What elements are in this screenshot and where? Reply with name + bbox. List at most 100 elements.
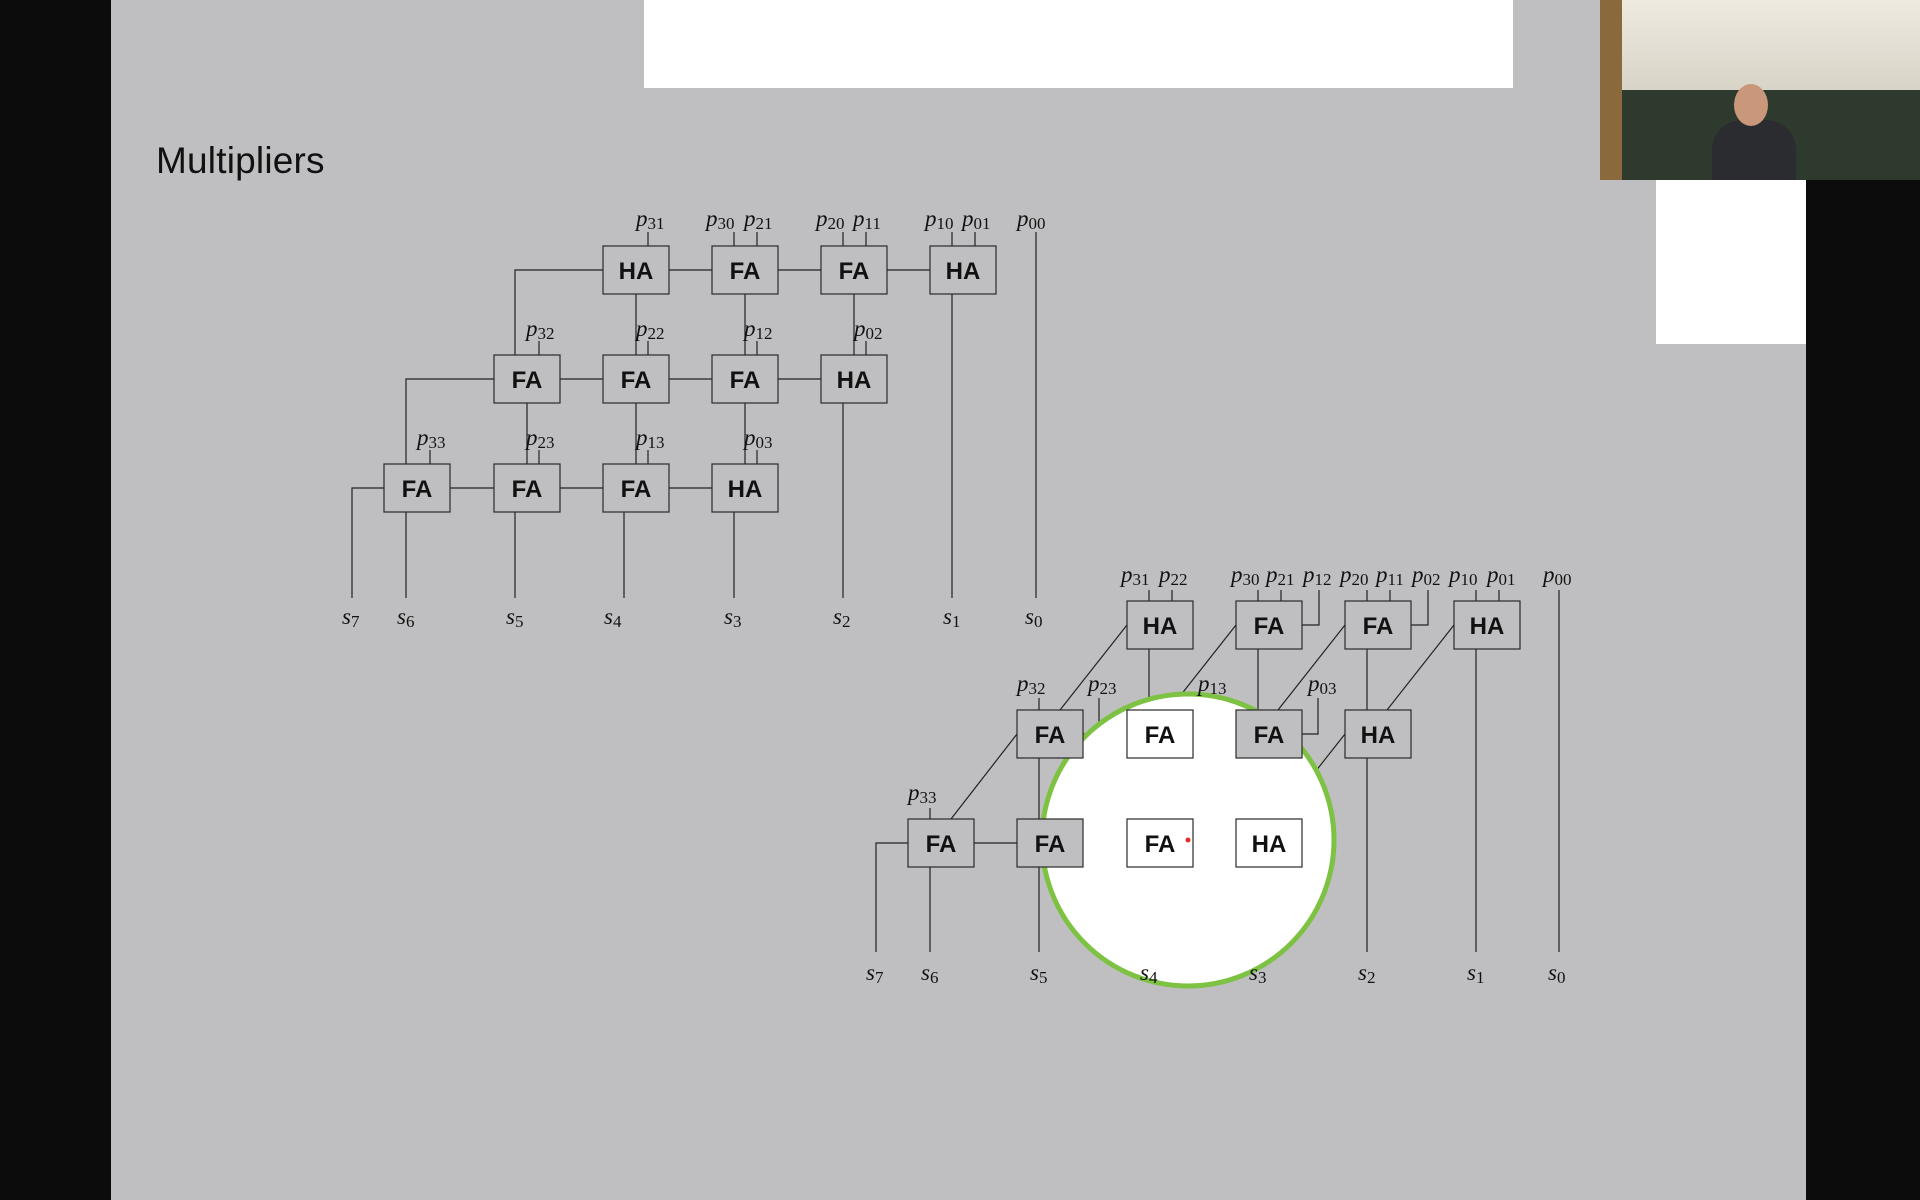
top-cell-fa-label: FA bbox=[730, 367, 761, 394]
top-output-label: s3 bbox=[724, 604, 741, 631]
top-input-label: p21 bbox=[742, 206, 773, 233]
bottom-cell-ha bbox=[1453, 600, 1521, 650]
top-input-label: p31 bbox=[634, 206, 665, 233]
presenter-body bbox=[1712, 120, 1796, 180]
top-cell-fa bbox=[711, 245, 779, 295]
bottom-input-label: p12 bbox=[1301, 562, 1332, 589]
top-input-label: p32 bbox=[524, 316, 555, 343]
top-banner bbox=[644, 0, 1513, 88]
top-cell-fa-label: FA bbox=[402, 476, 433, 503]
wire bbox=[1302, 590, 1320, 626]
top-cell-ha bbox=[602, 245, 670, 295]
bottom-input-label: p21 bbox=[1264, 562, 1295, 589]
bottom-cell-fa-label: FA bbox=[1035, 722, 1066, 749]
bottom-output-label: s5 bbox=[1030, 960, 1047, 987]
top-input-label: p03 bbox=[742, 425, 773, 452]
webcam-wall bbox=[1600, 0, 1920, 90]
top-input-label: p11 bbox=[851, 206, 881, 233]
laser-pointer-dot bbox=[1185, 837, 1191, 843]
bottom-output-label: s3 bbox=[1249, 960, 1266, 987]
bottom-input-label: p00 bbox=[1541, 562, 1572, 589]
bottom-cell-fa-label: FA bbox=[1254, 613, 1285, 640]
top-output-label: s7 bbox=[342, 604, 360, 631]
bottom-input-label: p10 bbox=[1447, 562, 1478, 589]
wire bbox=[875, 842, 908, 952]
bottom-cell-ha-label: HA bbox=[1252, 831, 1287, 858]
top-cell-fa-label: FA bbox=[512, 476, 543, 503]
bottom-output-label: s4 bbox=[1140, 960, 1158, 987]
top-cell-fa bbox=[820, 245, 888, 295]
top-cell-fa-label: FA bbox=[621, 367, 652, 394]
bottom-cell-fa bbox=[1016, 709, 1084, 759]
top-cell-ha-label: HA bbox=[946, 258, 981, 285]
top-output-label: s2 bbox=[833, 604, 850, 631]
bottom-cell-ha-label: HA bbox=[1361, 722, 1396, 749]
bottom-output-label: s0 bbox=[1548, 960, 1565, 987]
bottom-input-label: p23 bbox=[1086, 671, 1117, 698]
bottom-input-label: p32 bbox=[1015, 671, 1046, 698]
top-output-label: s4 bbox=[604, 604, 622, 631]
side-panel bbox=[1656, 180, 1806, 344]
top-cell-fa-label: FA bbox=[621, 476, 652, 503]
bottom-output-label: s2 bbox=[1358, 960, 1375, 987]
top-output-label: s5 bbox=[506, 604, 523, 631]
top-cell-ha-label: HA bbox=[619, 258, 654, 285]
top-output-label: s0 bbox=[1025, 604, 1042, 631]
top-output-label: s6 bbox=[397, 604, 414, 631]
wire bbox=[1277, 624, 1346, 711]
bottom-input-label: p03 bbox=[1306, 671, 1337, 698]
bottom-input-label: p01 bbox=[1485, 562, 1516, 589]
bottom-input-label: p11 bbox=[1374, 562, 1404, 589]
bottom-cell-ha bbox=[1235, 818, 1303, 868]
wire bbox=[950, 733, 1018, 820]
top-cell-fa-label: FA bbox=[839, 258, 870, 285]
wire bbox=[1059, 624, 1128, 711]
top-cell-fa-label: FA bbox=[730, 258, 761, 285]
wire bbox=[1386, 624, 1455, 711]
bottom-input-label: p02 bbox=[1410, 562, 1441, 589]
top-cell-fa bbox=[383, 463, 451, 513]
bottom-cell-fa-label: FA bbox=[1145, 831, 1176, 858]
top-output-label: s1 bbox=[943, 604, 960, 631]
presenter-head bbox=[1734, 84, 1768, 126]
wire bbox=[514, 269, 603, 355]
top-cell-ha bbox=[820, 354, 888, 404]
top-input-label: p23 bbox=[524, 425, 555, 452]
webcam-video[interactable] bbox=[1600, 0, 1920, 180]
bottom-cell-ha bbox=[1344, 709, 1412, 759]
bottom-input-label: p33 bbox=[906, 780, 937, 807]
top-cell-fa-label: FA bbox=[512, 367, 543, 394]
bottom-output-label: s6 bbox=[921, 960, 938, 987]
bottom-cell-fa-label: FA bbox=[1254, 722, 1285, 749]
top-input-label: p33 bbox=[415, 425, 446, 452]
top-input-label: p10 bbox=[923, 206, 954, 233]
bottom-cell-ha bbox=[1126, 600, 1194, 650]
bottom-output-label: s7 bbox=[866, 960, 884, 987]
wire bbox=[1302, 698, 1319, 735]
slide-canvas bbox=[111, 0, 1806, 1200]
bottom-cell-ha-label: HA bbox=[1470, 613, 1505, 640]
bottom-cell-fa bbox=[1344, 600, 1412, 650]
bottom-input-label: p22 bbox=[1157, 562, 1188, 589]
bottom-cell-fa bbox=[1126, 818, 1194, 868]
wire bbox=[1411, 590, 1429, 626]
top-cell-ha bbox=[929, 245, 997, 295]
bottom-cell-fa bbox=[1235, 709, 1303, 759]
bottom-input-label: p30 bbox=[1229, 562, 1260, 589]
top-input-label: p12 bbox=[742, 316, 773, 343]
bottom-cell-fa-label: FA bbox=[1035, 831, 1066, 858]
top-input-label: p20 bbox=[814, 206, 845, 233]
top-cell-ha-label: HA bbox=[837, 367, 872, 394]
top-cell-ha-label: HA bbox=[728, 476, 763, 503]
bottom-cell-fa bbox=[1016, 818, 1084, 868]
bottom-cell-fa bbox=[1126, 709, 1194, 759]
bottom-input-label: p20 bbox=[1338, 562, 1369, 589]
slide-title: Multipliers bbox=[156, 140, 325, 181]
bottom-cell-fa-label: FA bbox=[1145, 722, 1176, 749]
top-cell-fa bbox=[602, 463, 670, 513]
wire bbox=[351, 487, 384, 598]
top-input-label: p30 bbox=[704, 206, 735, 233]
bottom-output-label: s1 bbox=[1467, 960, 1484, 987]
top-cell-fa bbox=[493, 463, 561, 513]
